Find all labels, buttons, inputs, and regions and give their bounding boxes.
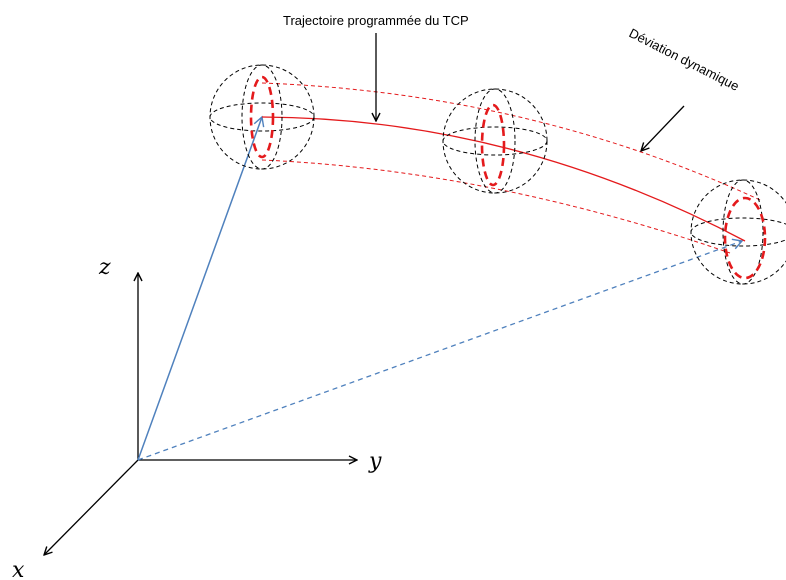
envelope-lower-boundary — [261, 159, 731, 254]
deviation-callout-label: Déviation dynamique — [627, 25, 742, 93]
coordinate-axes: z y x — [12, 255, 382, 580]
deviation-callout: Déviation dynamique — [627, 25, 742, 151]
trajectory-callout-label: Trajectoire programmée du TCP — [283, 13, 469, 28]
sphere-outline — [690, 179, 786, 285]
deviation-ring — [723, 196, 767, 280]
tolerance-sphere-middle — [442, 88, 548, 194]
deviation-ring — [249, 75, 275, 159]
position-vector-start — [137, 115, 265, 461]
position-vectors — [137, 115, 744, 461]
envelope-upper-boundary — [261, 82, 761, 201]
position-vector-end — [137, 238, 744, 461]
sphere-equator — [442, 126, 548, 156]
deviation-callout-arrow — [641, 105, 685, 151]
sphere-equator — [690, 217, 786, 247]
deviation-ring — [480, 103, 506, 187]
z-axis-label: z — [98, 255, 111, 280]
sphere-equator — [209, 102, 315, 132]
trajectory-callout: Trajectoire programmée du TCP — [283, 13, 469, 121]
programmed-trajectory — [261, 116, 746, 242]
tolerance-sphere-start — [209, 64, 315, 170]
sphere-meridian — [474, 88, 516, 194]
sphere-meridian — [722, 179, 764, 285]
deviation-envelope — [261, 82, 761, 254]
sphere-meridian — [241, 64, 283, 170]
tolerance-sphere-end — [690, 179, 786, 285]
y-axis-label: y — [368, 449, 382, 474]
x-axis-label: x — [12, 558, 25, 580]
x-axis — [44, 459, 139, 555]
